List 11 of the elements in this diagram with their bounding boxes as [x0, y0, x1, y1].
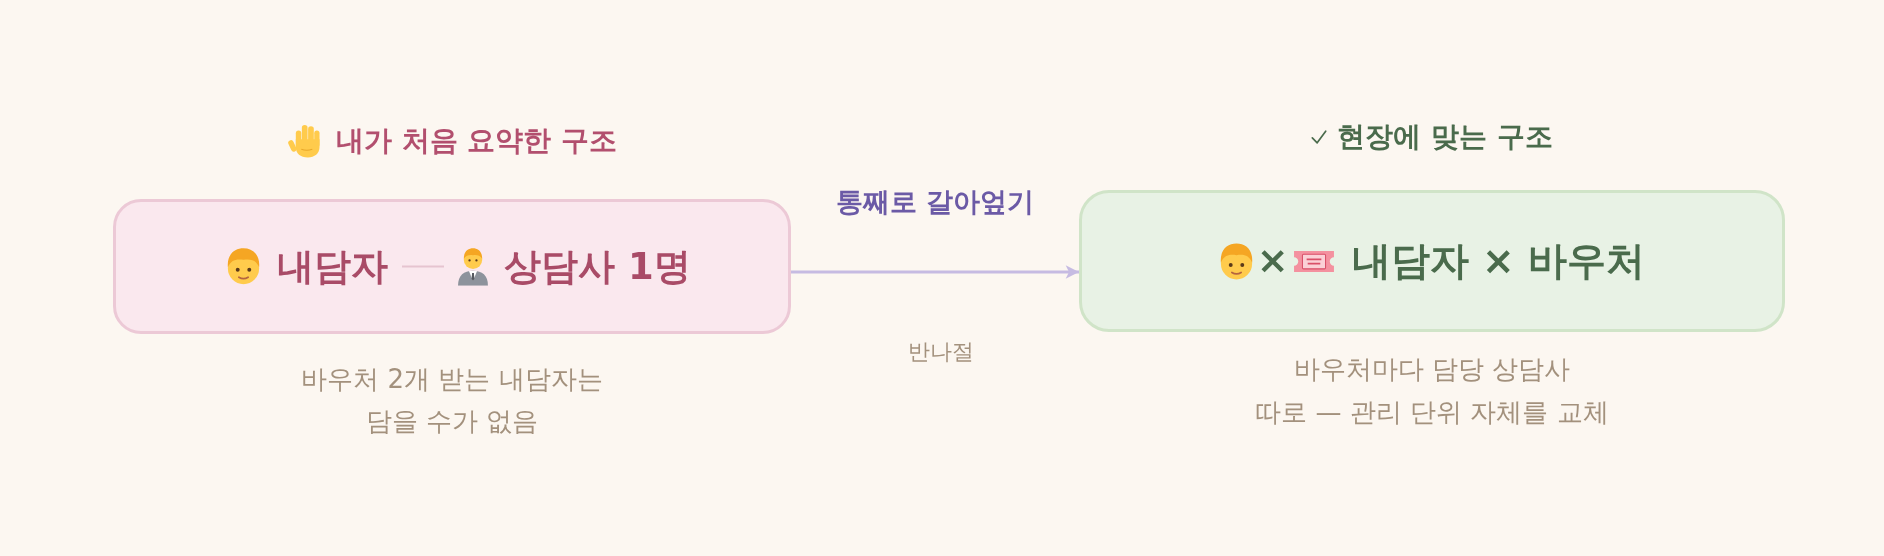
node-label: 상담사 1명: [504, 245, 691, 288]
arrow: [791, 265, 1079, 279]
heading: 현장에 맞는 구조: [1337, 120, 1553, 154]
node-label: 내담자: [277, 245, 388, 288]
heading: 내가 처음 요약한 구조: [335, 124, 618, 158]
multiply-sign: ×: [1256, 239, 1289, 283]
node-label: 내담자 × 바우처: [1351, 238, 1646, 284]
duration-label: 반나절: [908, 339, 974, 365]
connector-line: [401, 265, 445, 268]
node-note: 바우처마다 담당 상담사 따로 — 관리 단위 자체를 교체: [1255, 353, 1609, 429]
node-note: 바우처 2개 받는 내담자는 담을 수가 없음: [301, 363, 603, 438]
